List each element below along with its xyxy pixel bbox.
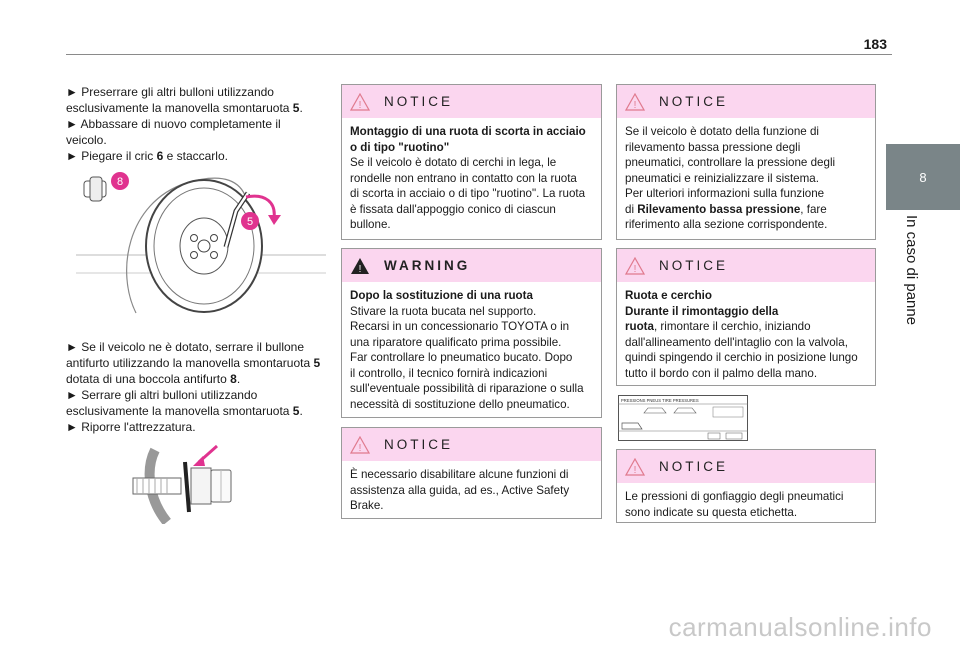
chapter-title: In caso di panne — [903, 215, 920, 326]
svg-text:!: ! — [634, 465, 637, 476]
svg-text:!: ! — [359, 100, 362, 111]
chapter-tab[interactable]: 8 — [886, 144, 960, 210]
callout-8: 8 — [117, 176, 123, 188]
anti-theft-bolt-illustration — [132, 444, 232, 524]
notice-heading: NOTICE — [659, 94, 729, 109]
notice-driver-assist: ! NOTICE È necessario disabilitare alcun… — [341, 427, 602, 519]
warning-triangle-icon: ! — [350, 92, 370, 111]
left-instructions-2: ► Se il veicolo ne è dotato, serrare il … — [66, 340, 321, 434]
notice-tire-pressure-system: ! NOTICE Se il veicolo è dotato della fu… — [616, 84, 876, 240]
tire-pressure-label-image: PRESSIONS PNEUS TIRE PRESSURES — [618, 395, 748, 441]
watermark: carmanualsonline.info — [668, 612, 932, 642]
left-instructions-1: ► Preserrare gli altri bulloni utilizzan… — [66, 85, 303, 163]
notice-wheel-rim: ! NOTICE Ruota e cerchio Durante il rimo… — [616, 248, 876, 386]
notice-heading: NOTICE — [384, 94, 454, 109]
notice-pressure-label: ! NOTICE Le pressioni di gonfiaggio degl… — [616, 449, 876, 523]
warning-heading: WARNING — [384, 258, 471, 273]
warning-triangle-icon: ! — [625, 92, 645, 111]
svg-text:!: ! — [359, 264, 362, 275]
socket-icon — [83, 176, 107, 202]
wheel-wrench-illustration: 8 5 — [76, 172, 326, 314]
page-number: 183 — [863, 36, 887, 52]
warning-triangle-icon: ! — [625, 256, 645, 275]
notice-heading: NOTICE — [384, 437, 454, 452]
svg-text:!: ! — [634, 264, 637, 275]
warning-triangle-icon: ! — [351, 257, 369, 275]
warning-triangle-icon: ! — [625, 457, 645, 476]
callout-5: 5 — [247, 216, 253, 228]
warning-after-replacement: ! WARNING Dopo la sostituzione di una ru… — [341, 248, 602, 418]
svg-text:!: ! — [634, 100, 637, 111]
notice-heading: NOTICE — [659, 459, 729, 474]
notice-spare-wheel: ! NOTICE Montaggio di una ruota di scort… — [341, 84, 602, 240]
notice-heading: NOTICE — [659, 258, 729, 273]
top-divider — [66, 54, 892, 55]
warning-triangle-icon: ! — [350, 435, 370, 454]
svg-text:PRESSIONS PNEUS TIRE PRESSURES: PRESSIONS PNEUS TIRE PRESSURES — [621, 398, 699, 403]
svg-text:!: ! — [359, 443, 362, 454]
